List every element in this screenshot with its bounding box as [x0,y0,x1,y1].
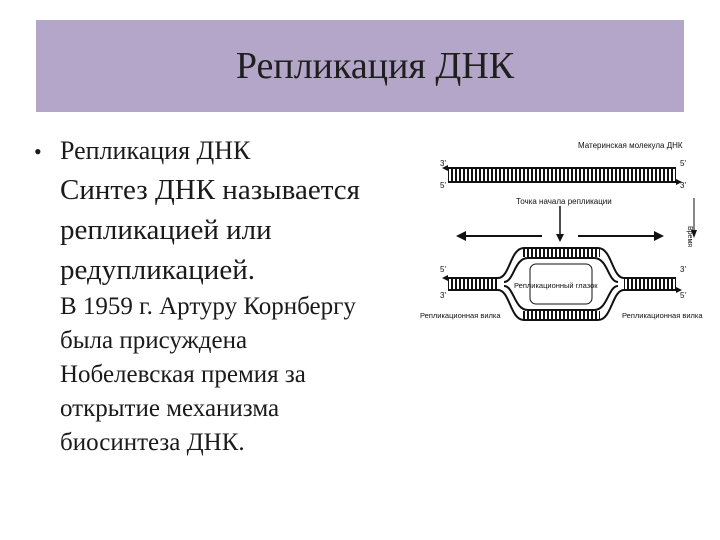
end-label: 3' [440,291,446,300]
bullet-item: • Репликация ДНК [34,134,250,169]
replication-bubble: 5' 3' 3' 5' Репликационный глазок [440,247,686,321]
parent-dna-molecule: 3' 5' 5' 3' [440,159,686,190]
end-label: 5' [680,291,686,300]
label-fork-left: Репликационная вилка [420,311,501,320]
text-line: репликацией или [60,214,272,246]
text-line: открытие механизма [60,395,280,422]
text-line: редупликацией. [60,254,255,286]
label-fork-right: Репликационная вилка [622,311,703,320]
end-label: 3' [680,181,686,190]
replication-diagram: Материнская молекула ДНК 3' 5' 5' 3' Точ… [418,126,708,336]
bullet-text: Репликация ДНК [60,136,251,165]
replication-diagram-svg: Материнская молекула ДНК 3' 5' 5' 3' Точ… [420,141,703,321]
end-label: 5' [680,159,686,168]
text-line: Нобелевская премия за [60,361,306,388]
label-time: Время [686,226,693,247]
text-line: В 1959 г. Артуру Корнбергу [60,293,356,320]
end-label: 3' [680,265,686,274]
text-line: была присуждена [60,327,248,354]
end-label: 5' [440,181,446,190]
text-line: Синтез ДНК называется [60,174,360,206]
slide-title: Репликация ДНК [235,45,515,87]
label-origin: Точка начала репликации [516,197,612,206]
nobel-paragraph: В 1959 г. Артуру Корнбергу была присужде… [60,290,440,460]
end-label: 5' [440,265,446,274]
label-bubble: Репликационный глазок [514,281,598,290]
title-bar: Репликация ДНК [36,20,684,112]
label-parent-chain: Материнская молекула ДНК [578,141,683,150]
bullet-dot: • [34,139,42,164]
end-label: 3' [440,159,446,168]
text-line: биосинтеза ДНК. [60,429,245,456]
definition-paragraph: Синтез ДНК называется репликацией или ре… [60,170,420,290]
